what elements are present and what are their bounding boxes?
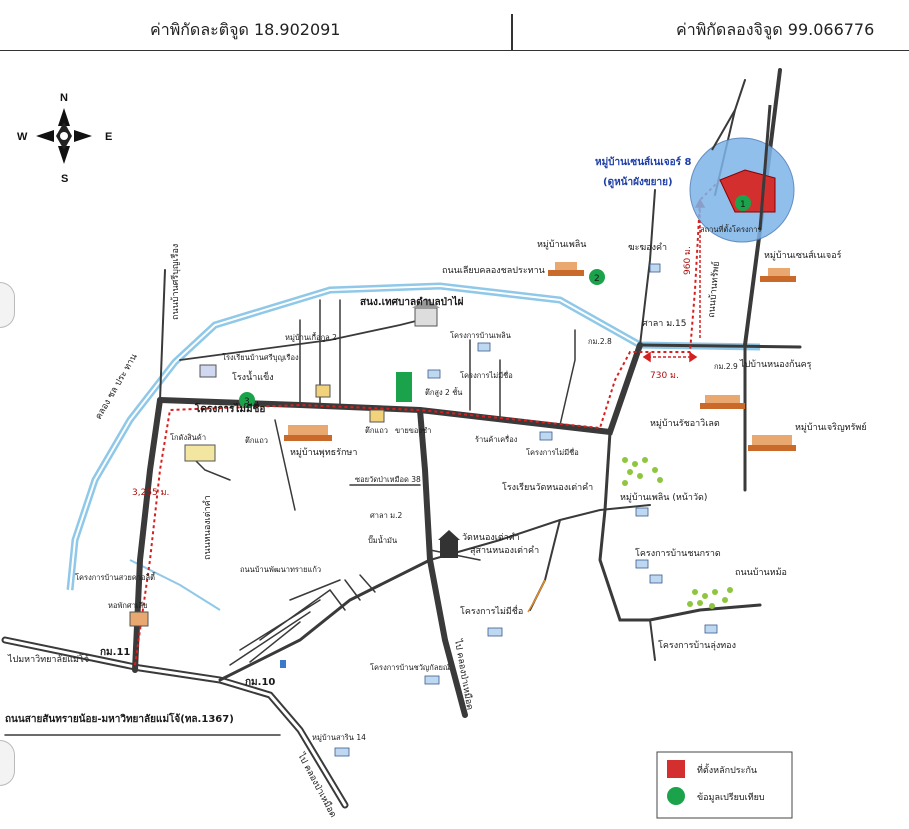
compass-w: W <box>17 131 28 143</box>
label-road-phattana: ถนนบ้านพัฒนาทรายแก้ว <box>240 565 321 574</box>
label-village-phut: หมู่บ้านพุทธรักษา <box>290 447 357 458</box>
compass-n: N <box>60 92 68 104</box>
label-dist-3255: 3,255 ม. <box>132 488 169 498</box>
label-proj-no-name-4: โครงการไม่มีชื่อ <box>460 604 523 617</box>
compass-icon: N S W E <box>17 92 112 185</box>
label-shop-row: ตึกแถว <box>365 426 388 435</box>
label-market-nong: โรงน้ำแข็ง <box>232 370 274 383</box>
tree-clusters <box>622 457 733 609</box>
header-divider <box>511 14 513 50</box>
orange-path <box>527 579 546 613</box>
label-proj-no-name-2: โครงการไม่มีชื่อ <box>526 447 579 457</box>
label-thesaban: สนง.เทศบาลตำบลป่าไผ่ <box>360 295 464 308</box>
label-proj-no-name-3: โครงการไม่มีชื่อ <box>460 370 513 380</box>
label-proj-ban-chawan: โครงการบ้านชวัญกัลยณ์ <box>370 663 450 672</box>
legend-comparable-text: ข้อมูลเปรียบเทียบ <box>697 792 765 803</box>
label-village-sansai-8: หมู่บ้านเซนส์เนเจอร์ 8 <box>595 156 692 169</box>
label-road-right: ถนนบ้านทรัพย์ <box>705 261 722 318</box>
label-warehouse: โกดังสินค้า <box>170 433 206 442</box>
label-proj-mai-mee-sue: โครงการไม่มีชื่อ <box>194 401 265 415</box>
label-village-phoen: หมู่บ้านเพลิน <box>537 239 586 250</box>
longitude-text: ค่าพิกัดลองจิจูด 99.066776 <box>676 20 875 39</box>
site-circle <box>689 104 795 243</box>
label-hospital: หอพักศาเลีย <box>108 601 147 610</box>
label-canal-road: ถนนเลียบคลองชลประทาน <box>442 265 545 276</box>
label-proj-ban-phoen: โครงการบ้านเพลิน <box>450 331 511 340</box>
label-gas-station: ตึกแถว <box>245 436 268 445</box>
project-icons <box>334 263 718 757</box>
label-shop-2floor: ตึกสูง 2 ชั้น <box>425 387 463 397</box>
label-dist-730: 730 ม. <box>650 371 679 381</box>
label-village-km2: หมู่บ้านเกื้อกูล 2 <box>285 332 337 342</box>
label-site: สถานที่ตั้งโครงการ <box>700 224 761 234</box>
label-school-wat: โรงเรียนวัดหนองเต่าคำ <box>502 482 593 493</box>
label-dist-960: 960 ม. <box>683 246 693 275</box>
label-km-11: กม.11 <box>100 647 130 658</box>
label-village-sansai-natural: หมู่บ้านเซนส์เนเจอร์ <box>764 249 842 261</box>
label-main-highway: ถนนสายสันทรายน้อย-มหาวิทยาลัยแม่โจ้(ทล.1… <box>5 712 234 725</box>
label-village-chirathira: หมู่บ้านเจริญทรัพย์ <box>795 421 867 433</box>
roads <box>1 68 802 809</box>
label-school-boon: โรงเรียนบ้านศรีบุญเรือง <box>222 353 299 362</box>
label-proj-sawan: โครงการบ้านสวยควอลิตี้ <box>75 572 156 582</box>
label-proj-ban-lung-thong: โครงการบ้านลุ่งทอง <box>658 640 736 651</box>
label-road-mae-faek: ถนนหนองเต่าคำ <box>202 495 213 560</box>
label-km29: กม.2.9 <box>714 362 738 371</box>
label-to-university: ไปมหาวิทยาลัยแม่โจ้ <box>7 654 89 665</box>
label-to-nong-khon: ไปบ้านหนองก้นครุ <box>739 359 812 370</box>
compass-e: E <box>105 131 112 143</box>
irrigation-canal <box>66 282 761 611</box>
marker-2: 2 <box>589 269 605 285</box>
label-village-saksri: หมู่บ้านสาริน 14 <box>312 733 366 742</box>
label-pump-water: ปั๊มน้ำมัน <box>368 535 397 545</box>
building-icons <box>129 262 796 668</box>
label-health-center: สุสานหนองเต่าคำ <box>470 545 539 556</box>
label-village-phoen-2: หมู่บ้านเพลิน (หน้าวัด) <box>620 492 707 503</box>
label-khong-kham: ฆะฆองคำ <box>628 242 667 253</box>
label-wat-nong: วัดหนองเต่าคำ <box>462 532 520 543</box>
label-soi-wat: ซอยวัดป่าเหมือด 38 <box>355 475 421 484</box>
legend: ที่ตั้งหลักประกัน ข้อมูลเปรียบเทียบ <box>656 751 793 819</box>
label-km28: กม.2.8 <box>588 337 612 346</box>
legend-comparable-swatch <box>667 787 685 805</box>
label-road-ban-mai: ถนนบ้านหม้อ <box>735 567 787 578</box>
label-proj-ban-sanko: โครงการบ้านชนกราด <box>635 548 721 559</box>
label-shop-khong: ขายของชำ <box>395 426 431 435</box>
label-sansai-sub: (ดูหน้าผังขยาย) <box>603 176 673 189</box>
legend-site-text: ที่ตั้งหลักประกัน <box>697 763 757 776</box>
legend-site-swatch <box>667 760 685 778</box>
marker-3: 3 <box>239 392 255 408</box>
svg-text:2: 2 <box>594 274 600 284</box>
label-km-10: กม.10 <box>245 677 275 688</box>
label-village-rua: หมู่บ้านรัชอาวิเลต <box>650 418 720 429</box>
svg-text:3: 3 <box>244 397 250 407</box>
coordinates-header: ค่าพิกัดละติจูด 18.902091 ค่าพิกัดลองจิจ… <box>0 0 909 51</box>
marker-1: 1 <box>735 195 751 211</box>
svg-text:1: 1 <box>740 200 746 210</box>
compass-s: S <box>61 173 68 185</box>
label-road-sri-boon: ถนนบ้านศรีบุญเรือง <box>170 244 181 320</box>
label-sala-m2: ศาลา ม.2 <box>370 511 402 520</box>
label-store-kao: ร้านค้าเครื่อง <box>475 434 518 444</box>
label-sala-m15: ศาลา ม.15 <box>642 319 686 329</box>
latitude-text: ค่าพิกัดละติจูด 18.902091 <box>150 20 341 39</box>
